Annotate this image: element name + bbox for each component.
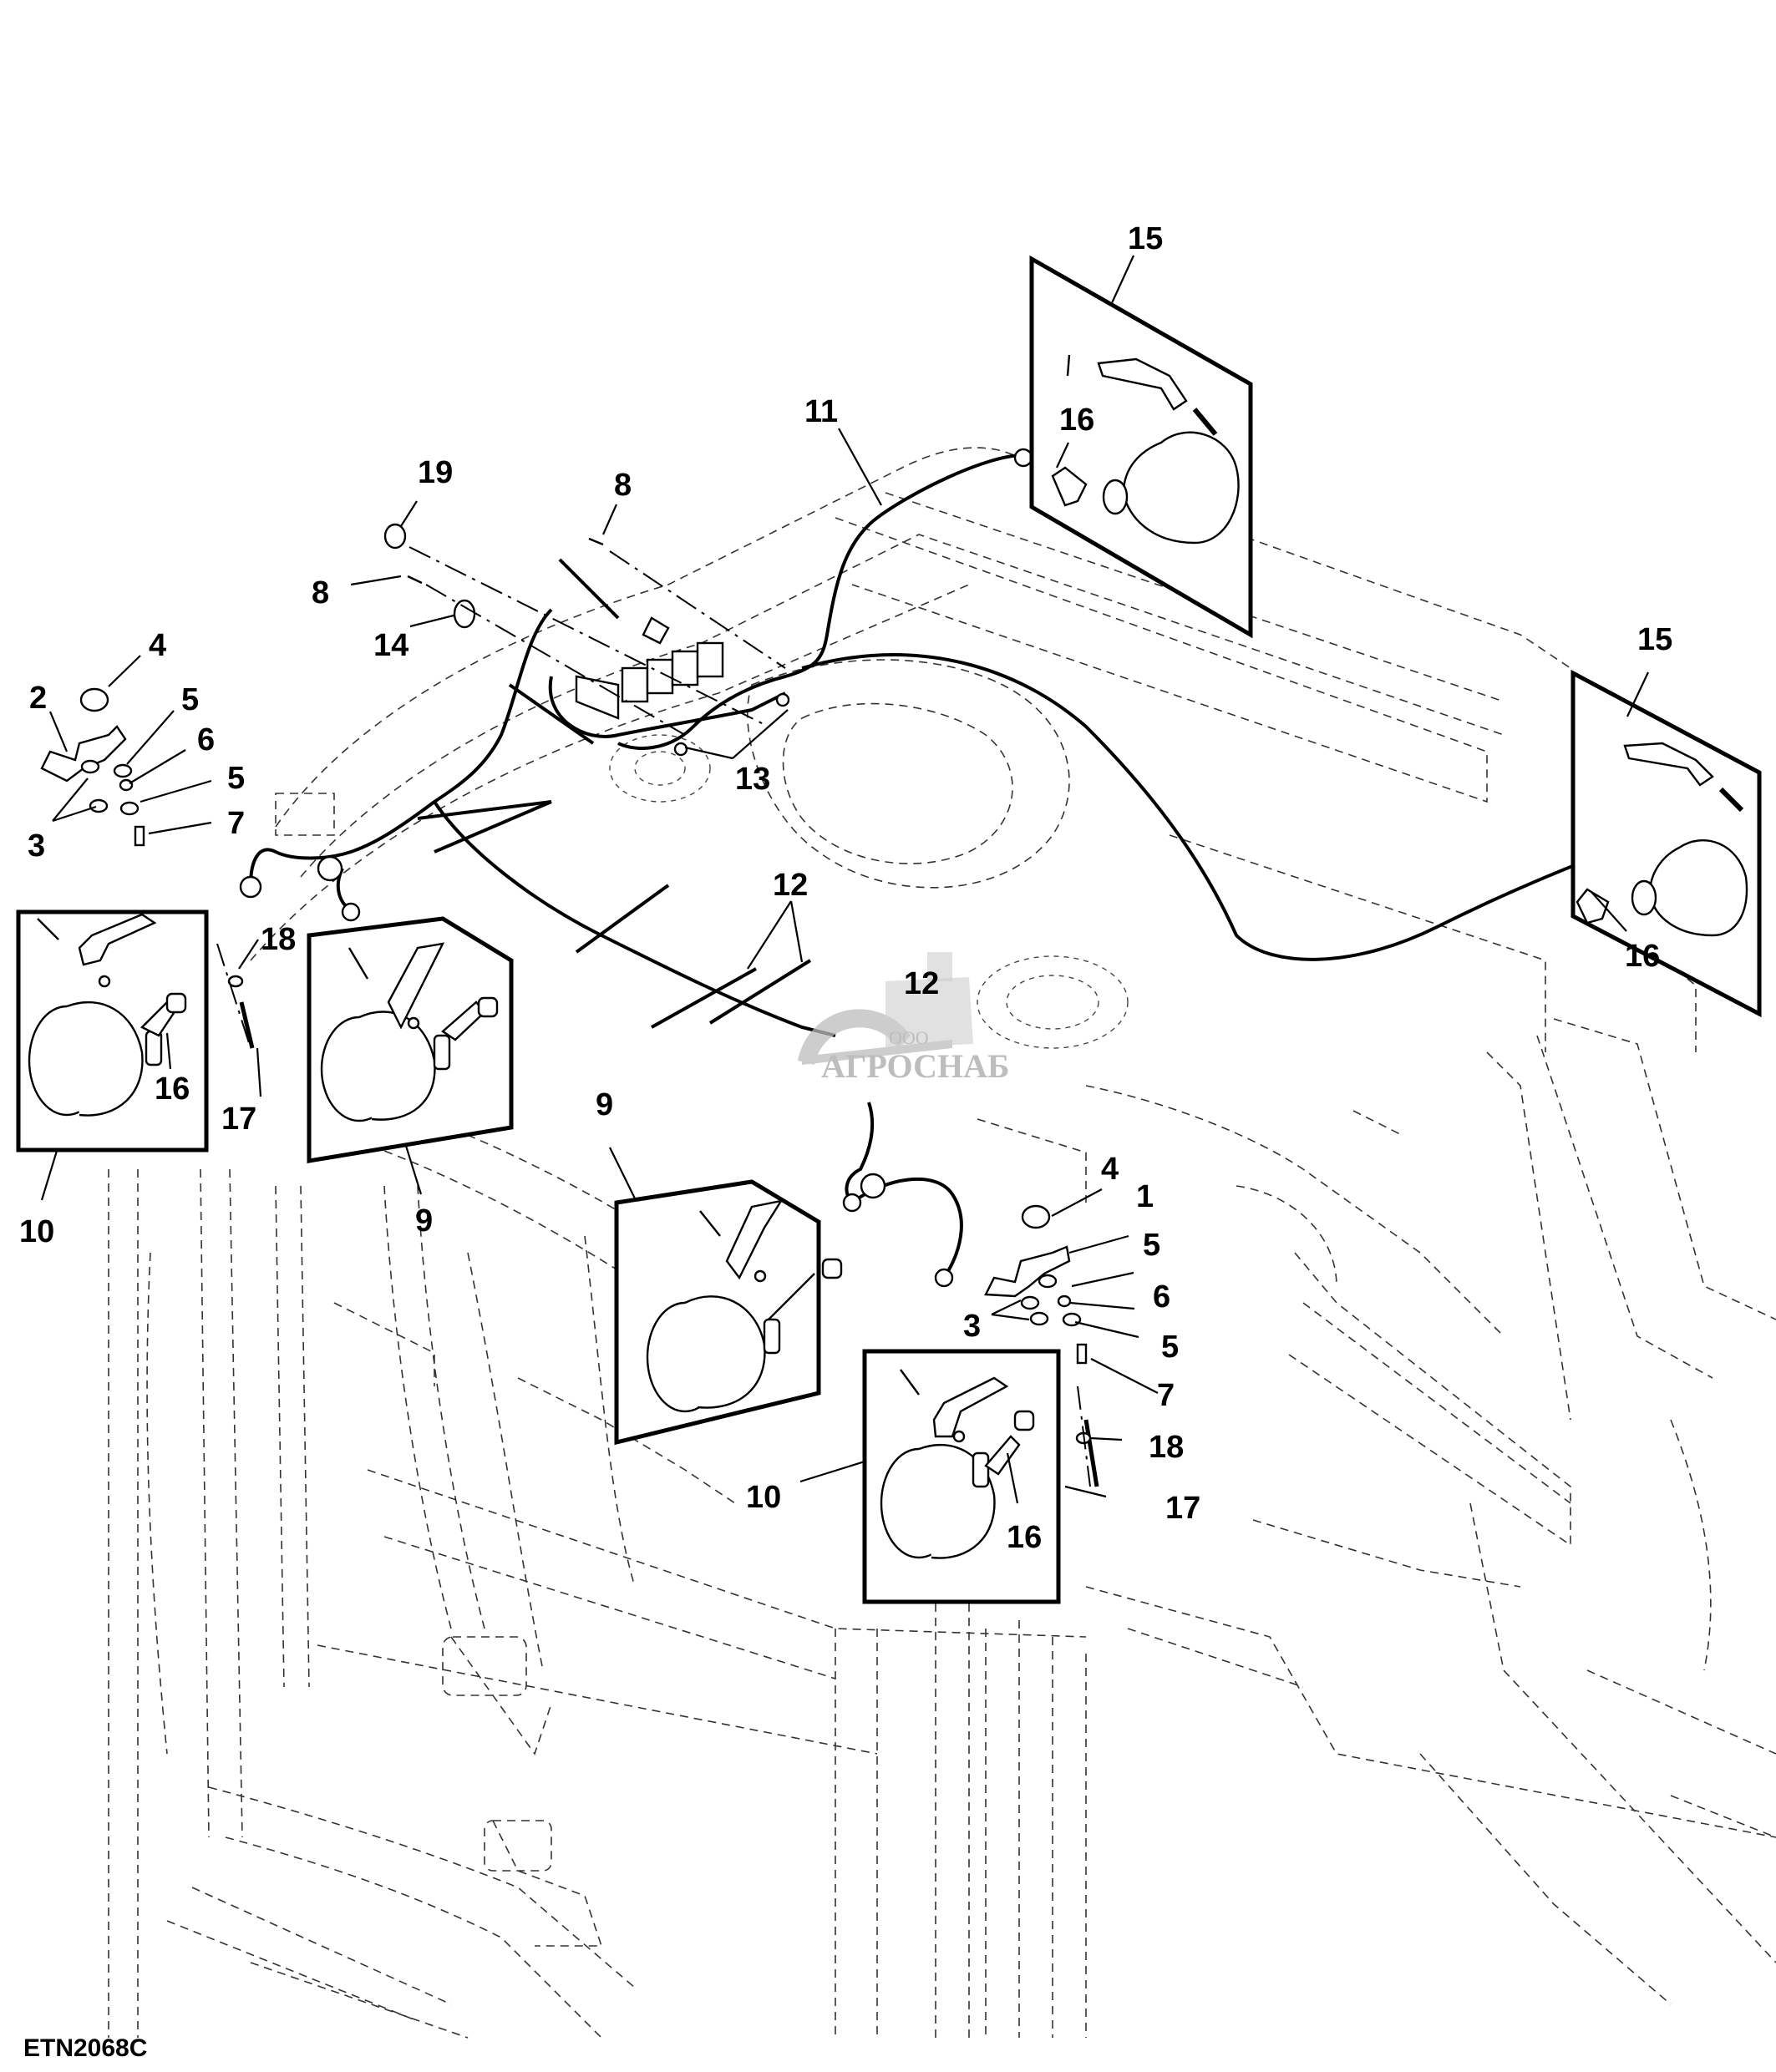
callout-4-left: 4 <box>149 628 166 663</box>
callout-5-right-a: 5 <box>1143 1228 1160 1263</box>
leader-lines <box>40 255 1649 1504</box>
callout-18-left: 18 <box>261 922 296 957</box>
callout-19: 19 <box>418 455 453 490</box>
callout-5-left-a: 5 <box>181 682 199 717</box>
callout-12-a: 12 <box>773 868 808 903</box>
callout-16-top: 16 <box>1059 403 1094 438</box>
callout-15-right: 15 <box>1637 622 1672 657</box>
callout-11: 11 <box>804 394 838 429</box>
watermark-name: АГРОСНАБ <box>821 1047 1009 1085</box>
kit-box-9-left <box>307 916 514 1163</box>
kit-box-15-right <box>1570 669 1762 1018</box>
callout-9-center: 9 <box>596 1087 613 1122</box>
callout-13: 13 <box>735 762 770 797</box>
watermark-prefix: ООО <box>889 1027 929 1048</box>
wiring-harness <box>239 448 1639 1288</box>
callout-4-right: 4 <box>1101 1152 1119 1187</box>
callout-1: 1 <box>1136 1179 1154 1214</box>
callout-3-right: 3 <box>963 1309 981 1344</box>
callout-8-left: 8 <box>312 575 329 610</box>
callout-17-right: 17 <box>1165 1491 1200 1526</box>
callout-5-right-b: 5 <box>1161 1330 1179 1365</box>
callout-2: 2 <box>29 681 47 716</box>
callout-6-left: 6 <box>197 722 215 757</box>
kit-box-10-left <box>16 909 209 1153</box>
callout-10-right: 10 <box>746 1480 781 1515</box>
callout-18-right: 18 <box>1149 1430 1184 1465</box>
callout-9-left: 9 <box>415 1203 433 1239</box>
watermark-logo: ООО АГРОСНАБ <box>798 952 1009 1085</box>
figure-id: ETN2068C <box>23 2034 147 2062</box>
callout-5-left-b: 5 <box>227 761 245 796</box>
kit-box-15-top <box>1029 255 1253 639</box>
relay-block <box>575 616 724 720</box>
kit-box-10-right <box>862 1349 1061 1604</box>
callout-6-right: 6 <box>1153 1279 1170 1315</box>
right-hardware <box>984 1204 1099 1487</box>
upper-left-hardware <box>40 687 145 847</box>
cab-structure-hidden-lines <box>108 447 1776 2039</box>
grommets-and-bolts <box>383 523 790 757</box>
callout-7-left: 7 <box>227 806 245 841</box>
cable-ties <box>417 558 812 1029</box>
callout-12-b: 12 <box>904 966 939 1001</box>
callout-10-left: 10 <box>19 1214 54 1249</box>
callout-3-left: 3 <box>28 828 45 864</box>
left-bolt-washer <box>216 943 255 1049</box>
callout-8-top: 8 <box>614 468 632 503</box>
callout-17-left: 17 <box>221 1102 256 1137</box>
callout-labels: 1 2 3 3 4 4 5 5 5 5 6 6 7 7 8 8 9 9 10 1… <box>19 221 1672 1555</box>
callout-14: 14 <box>373 628 408 663</box>
callout-7-right: 7 <box>1157 1378 1175 1413</box>
kit-box-9-center <box>614 1179 843 1446</box>
callout-16-bottom: 16 <box>1007 1520 1042 1555</box>
callout-16-left: 16 <box>155 1071 190 1107</box>
callout-15-top: 15 <box>1128 221 1163 256</box>
callout-16-right: 16 <box>1625 939 1660 974</box>
